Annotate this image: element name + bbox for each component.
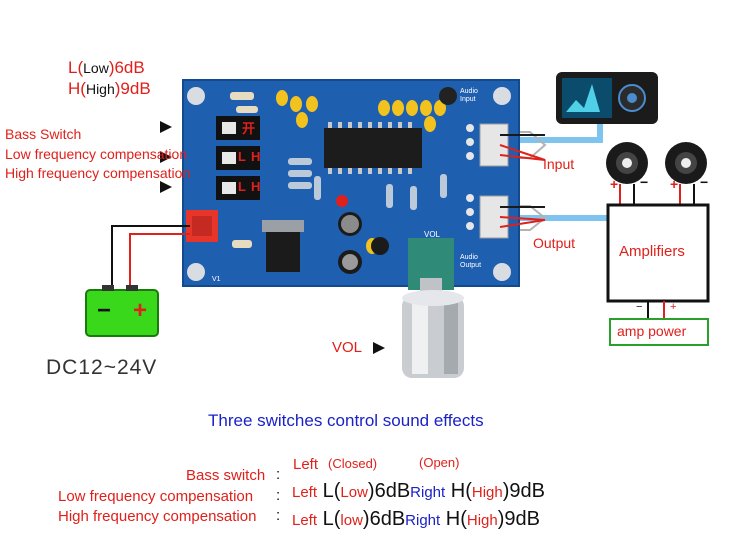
speaker-plus: +	[670, 176, 679, 192]
mount-hole	[187, 263, 205, 281]
mount-hole	[187, 87, 205, 105]
silk-switch-h: H	[251, 179, 261, 194]
legend-low: L(Low)6dB	[68, 58, 145, 77]
speaker-minus: −	[700, 174, 709, 190]
row3-values: Left L(low)6dBRight H(High)9dB	[292, 508, 540, 530]
power-wire-black	[111, 225, 190, 290]
row1-label: Bass switch	[186, 467, 266, 484]
amp-power-box	[609, 318, 709, 346]
silk-switch-on: 开	[242, 121, 256, 136]
regulator	[266, 230, 300, 272]
silk-switch-h: H	[251, 149, 261, 164]
amp-plus: +	[670, 301, 677, 313]
input-wire-blue	[500, 120, 603, 143]
amp-minus: −	[636, 301, 643, 313]
row2-label: Low frequency compensation	[58, 488, 254, 505]
mount-hole	[493, 263, 511, 281]
label-low-comp: Low frequency compensation	[5, 146, 188, 162]
row1-left: Left	[293, 456, 319, 473]
battery-minus: −	[97, 297, 112, 324]
amplifier-box	[606, 203, 710, 303]
resistors	[230, 92, 447, 248]
label-high-comp: High frequency compensation	[5, 165, 191, 181]
silk-audio-input: Audio Input	[460, 88, 478, 103]
silk-switch-l: L	[238, 149, 246, 164]
led	[336, 195, 348, 207]
label-amp-power: amp power	[617, 323, 687, 339]
ic-chip	[324, 128, 422, 168]
speaker-plus: +	[610, 176, 619, 192]
row1-open: (Open)	[419, 455, 460, 470]
label-dc-voltage: DC12~24V	[46, 356, 158, 379]
label-output: Output	[533, 235, 576, 251]
mount-hole	[493, 87, 511, 105]
power-wire-red	[129, 233, 190, 290]
input-connector	[479, 123, 509, 167]
speaker-minus: −	[640, 174, 649, 190]
silk-v1: V1	[212, 276, 221, 283]
silk-audio-output: Audio Output	[460, 254, 482, 269]
legend-high: H(High)9dB	[68, 79, 151, 98]
toggle-switches	[216, 116, 260, 200]
battery-plus: +	[133, 297, 148, 324]
label-vol: VOL	[332, 339, 363, 356]
row3-label: High frequency compensation	[58, 508, 257, 525]
switch-table-title: Three switches control sound effects	[208, 411, 484, 430]
battery	[85, 289, 159, 337]
label-amplifiers: Amplifiers	[619, 243, 685, 260]
row1-closed: (Closed)	[328, 456, 378, 471]
pointer-arrows	[160, 121, 385, 354]
silk-switch-l: L	[238, 179, 246, 194]
silk-vol: VOL	[424, 230, 441, 239]
label-input: Input	[543, 156, 575, 172]
label-bass-switch: Bass Switch	[5, 126, 82, 142]
row2-values: Left L(Low)6dBRight H(High)9dB	[292, 480, 545, 502]
